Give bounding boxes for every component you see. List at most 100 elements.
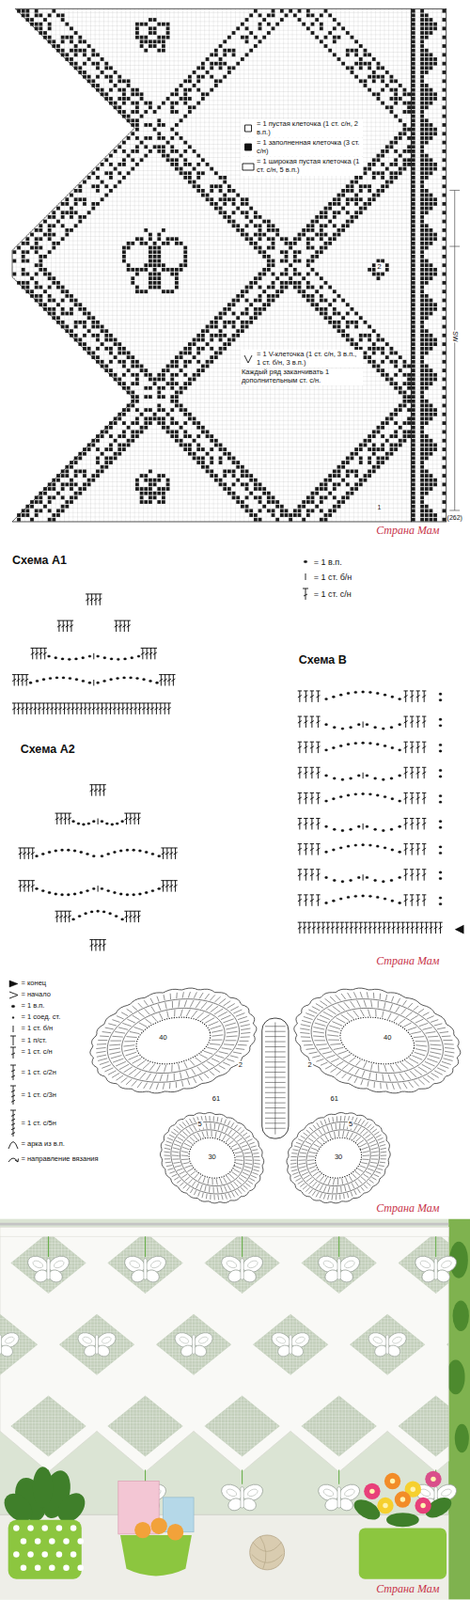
filled-cell xyxy=(174,394,179,399)
filled-cell xyxy=(82,70,87,75)
filled-cell xyxy=(179,241,184,246)
filled-cell xyxy=(140,35,144,40)
filled-cell xyxy=(126,136,131,141)
filled-cell xyxy=(161,421,166,425)
filled-cell xyxy=(219,188,223,193)
filled-cell xyxy=(153,491,157,496)
filled-cell xyxy=(64,469,69,473)
filled-cell xyxy=(209,360,214,364)
filled-cell xyxy=(170,272,174,277)
filled-cell xyxy=(69,210,74,215)
filled-cell xyxy=(135,144,140,149)
filled-cell xyxy=(61,504,65,509)
filled-cell xyxy=(74,495,79,500)
filled-cell xyxy=(235,62,240,66)
filled-cell xyxy=(332,504,337,509)
filled-cell xyxy=(393,430,398,435)
filled-cell xyxy=(420,17,424,22)
filled-cell xyxy=(345,31,350,35)
filled-cell xyxy=(363,206,368,211)
filled-cell xyxy=(420,65,424,70)
filled-cell xyxy=(122,351,126,356)
filled-cell xyxy=(367,65,372,70)
filled-cell xyxy=(219,65,223,70)
filled-cell xyxy=(47,272,52,277)
filled-cell xyxy=(148,272,153,277)
filled-cell xyxy=(166,157,171,162)
filled-cell xyxy=(56,491,61,496)
filled-cell xyxy=(170,434,174,439)
filled-cell xyxy=(411,78,416,83)
filled-cell xyxy=(117,105,122,110)
filled-cell xyxy=(122,259,126,264)
filled-cell xyxy=(235,228,240,233)
filled-cell xyxy=(109,351,113,356)
filled-cell xyxy=(135,407,140,412)
filled-cell xyxy=(240,329,245,333)
filled-cell xyxy=(240,312,245,316)
filled-cell xyxy=(311,31,315,35)
filled-cell xyxy=(179,425,184,430)
filled-cell xyxy=(235,329,240,333)
filled-cell xyxy=(350,469,355,473)
filled-cell xyxy=(359,447,363,452)
filled-cell xyxy=(235,193,240,198)
filled-cell xyxy=(293,285,298,290)
filled-cell xyxy=(100,430,105,435)
filled-cell xyxy=(232,325,236,329)
filled-cell xyxy=(319,215,324,220)
filled-cell xyxy=(166,289,171,294)
filled-cell xyxy=(47,285,52,290)
filled-cell xyxy=(153,26,157,31)
filled-cell xyxy=(280,504,284,509)
filled-cell xyxy=(135,417,140,422)
filled-cell xyxy=(100,329,105,333)
filled-cell xyxy=(411,9,416,14)
filled-cell xyxy=(411,35,416,40)
filled-cell xyxy=(341,460,345,465)
filled-cell xyxy=(117,447,122,452)
filled-cell xyxy=(319,246,324,251)
filled-cell xyxy=(258,22,263,27)
filled-cell xyxy=(258,482,263,486)
filled-cell xyxy=(372,57,376,62)
filled-cell xyxy=(393,381,398,386)
filled-cell xyxy=(100,465,105,470)
filled-cell xyxy=(253,215,258,220)
filled-cell xyxy=(143,123,148,127)
filled-cell xyxy=(43,302,47,307)
filled-cell xyxy=(148,233,153,237)
filled-cell xyxy=(319,482,324,486)
filled-cell xyxy=(117,434,122,439)
filled-cell xyxy=(183,101,188,106)
filled-cell xyxy=(324,44,329,48)
filled-cell xyxy=(306,259,311,264)
filled-cell xyxy=(95,346,100,351)
filled-cell xyxy=(188,452,192,456)
filled-cell xyxy=(390,171,394,175)
filled-cell xyxy=(311,259,315,264)
filled-cell xyxy=(398,171,403,175)
filled-cell xyxy=(420,127,424,132)
filled-cell xyxy=(227,302,232,307)
filled-cell xyxy=(143,39,148,44)
filled-cell xyxy=(104,333,109,338)
filled-cell xyxy=(376,193,381,198)
filled-cell xyxy=(156,276,161,281)
filled-cell xyxy=(196,455,201,460)
filled-cell xyxy=(390,381,394,386)
filled-cell xyxy=(403,364,408,369)
filled-cell xyxy=(16,9,21,14)
filled-cell xyxy=(441,78,446,83)
filled-cell xyxy=(51,486,56,491)
filled-cell xyxy=(341,298,345,303)
filled-cell xyxy=(21,13,26,17)
filled-cell xyxy=(130,157,135,162)
filled-cell xyxy=(420,13,424,17)
filled-cell xyxy=(188,105,192,110)
filled-cell xyxy=(249,320,253,325)
filled-cell xyxy=(390,175,394,180)
filled-cell xyxy=(245,52,250,57)
filled-cell xyxy=(271,246,276,251)
filled-cell xyxy=(109,333,113,338)
